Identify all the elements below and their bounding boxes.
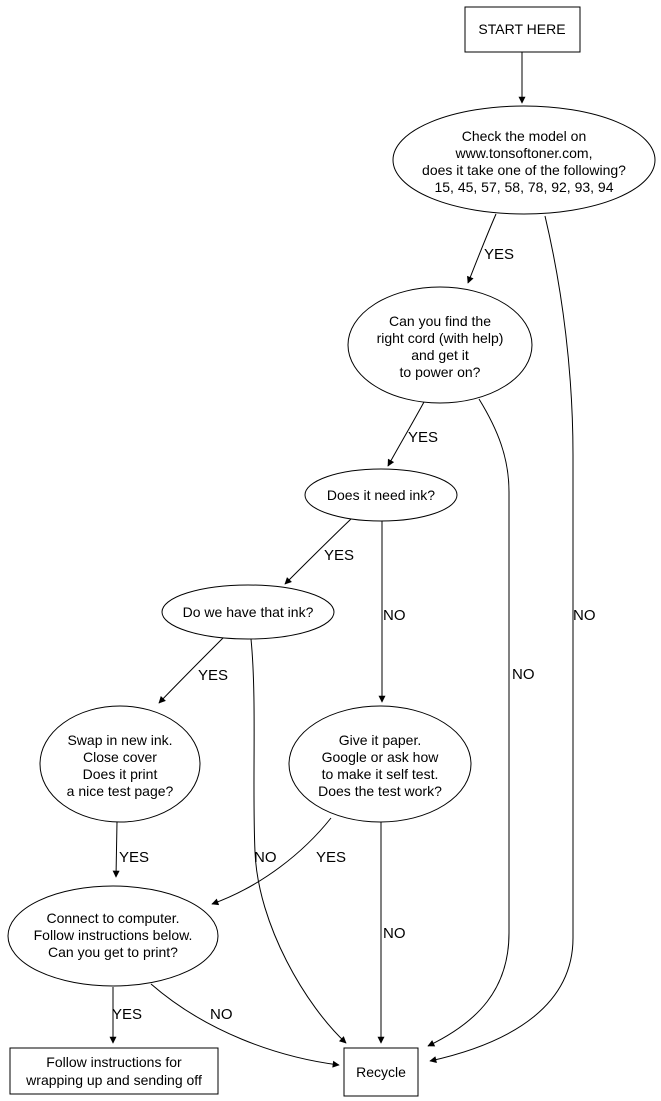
edge-label-yes: YES: [119, 849, 149, 866]
svg-text:www.tonsoftoner.com,: www.tonsoftoner.com,: [455, 145, 593, 161]
edge-label-yes: YES: [324, 547, 354, 564]
svg-text:a nice test page?: a nice test page?: [67, 783, 174, 799]
edge-need-ink-to-have-ink: YES: [284, 518, 354, 585]
edge-have-ink-to-recycle: NO: [250, 638, 347, 1044]
svg-text:15, 45, 57, 58, 78, 92, 93, 94: 15, 45, 57, 58, 78, 92, 93, 94: [434, 179, 613, 195]
svg-text:Follow instructions for: Follow instructions for: [46, 1054, 182, 1070]
svg-text:right cord (with help): right cord (with help): [377, 330, 504, 346]
node-start-here: START HERE: [464, 6, 581, 53]
svg-text:Give it paper.: Give it paper.: [339, 732, 422, 748]
edge-need-ink-to-self-test: NO: [378, 521, 406, 703]
svg-text:Can you find the: Can you find the: [389, 313, 491, 329]
node-need-ink: Does it need ink?: [304, 468, 458, 522]
edge-label-yes: YES: [198, 667, 228, 684]
edge-label-no: NO: [210, 1006, 233, 1023]
edge-connect-to-wrap-up: YES: [109, 987, 142, 1044]
svg-text:Does it need ink?: Does it need ink?: [327, 487, 435, 503]
edge-check-model-to-recycle: NO: [429, 215, 596, 1064]
edge-self-test-to-recycle: NO: [377, 822, 406, 1044]
svg-text:and get it: and get it: [411, 347, 469, 363]
svg-text:Check the model on: Check the model on: [462, 128, 587, 144]
svg-text:to power on?: to power on?: [400, 364, 481, 380]
edge-label-no: NO: [254, 849, 277, 866]
svg-text:Do we have that ink?: Do we have that ink?: [183, 604, 314, 620]
edge-find-cord-to-need-ink: YES: [387, 401, 438, 467]
svg-text:wrapping up and sending off: wrapping up and sending off: [25, 1072, 202, 1088]
node-recycle: Recycle: [343, 1047, 419, 1097]
node-check-model: Check the model on www.tonsoftoner.com, …: [392, 105, 656, 215]
node-have-ink: Do we have that ink?: [161, 584, 335, 640]
svg-text:Swap in new ink.: Swap in new ink.: [67, 732, 172, 748]
node-swap-ink: Swap in new ink. Close cover Does it pri…: [39, 705, 201, 823]
svg-text:Does the test work?: Does the test work?: [318, 783, 442, 799]
svg-text:Can you get to print?: Can you get to print?: [48, 944, 178, 960]
svg-text:Google or ask how: Google or ask how: [322, 749, 440, 765]
node-connect-computer: Connect to computer. Follow instructions…: [7, 885, 219, 987]
edge-label-yes: YES: [316, 849, 346, 866]
node-wrap-up: Follow instructions for wrapping up and …: [9, 1047, 219, 1095]
edge-label-no: NO: [512, 666, 535, 683]
svg-text:Does it print: Does it print: [83, 766, 158, 782]
edge-label-no: NO: [573, 607, 596, 624]
svg-text:Close cover: Close cover: [83, 749, 157, 765]
svg-text:Follow instructions below.: Follow instructions below.: [34, 927, 193, 943]
edge-label-no: NO: [383, 925, 406, 942]
node-self-test: Give it paper. Google or ask how to make…: [288, 705, 472, 823]
node-find-cord: Can you find the right cord (with help) …: [347, 286, 533, 404]
edge-check-model-to-find-cord: YES: [467, 213, 514, 284]
node-recycle-label: Recycle: [356, 1064, 406, 1080]
node-start-here-label: START HERE: [478, 21, 565, 37]
edge-have-ink-to-swap-ink: YES: [158, 636, 228, 704]
edge-swap-ink-to-connect: YES: [112, 821, 149, 878]
svg-text:Connect to computer.: Connect to computer.: [46, 910, 179, 926]
edge-connect-to-recycle: NO: [150, 983, 340, 1068]
edge-label-yes: YES: [112, 1006, 142, 1023]
edge-label-yes: YES: [484, 246, 514, 263]
edge-self-test-to-connect: YES: [211, 817, 346, 906]
edge-label-no: NO: [383, 607, 406, 624]
svg-text:does it take one of the follow: does it take one of the following?: [422, 162, 626, 178]
edge-label-yes: YES: [408, 429, 438, 446]
svg-text:to make it self test.: to make it self test.: [322, 766, 439, 782]
edge-find-cord-to-recycle: NO: [427, 398, 535, 1047]
